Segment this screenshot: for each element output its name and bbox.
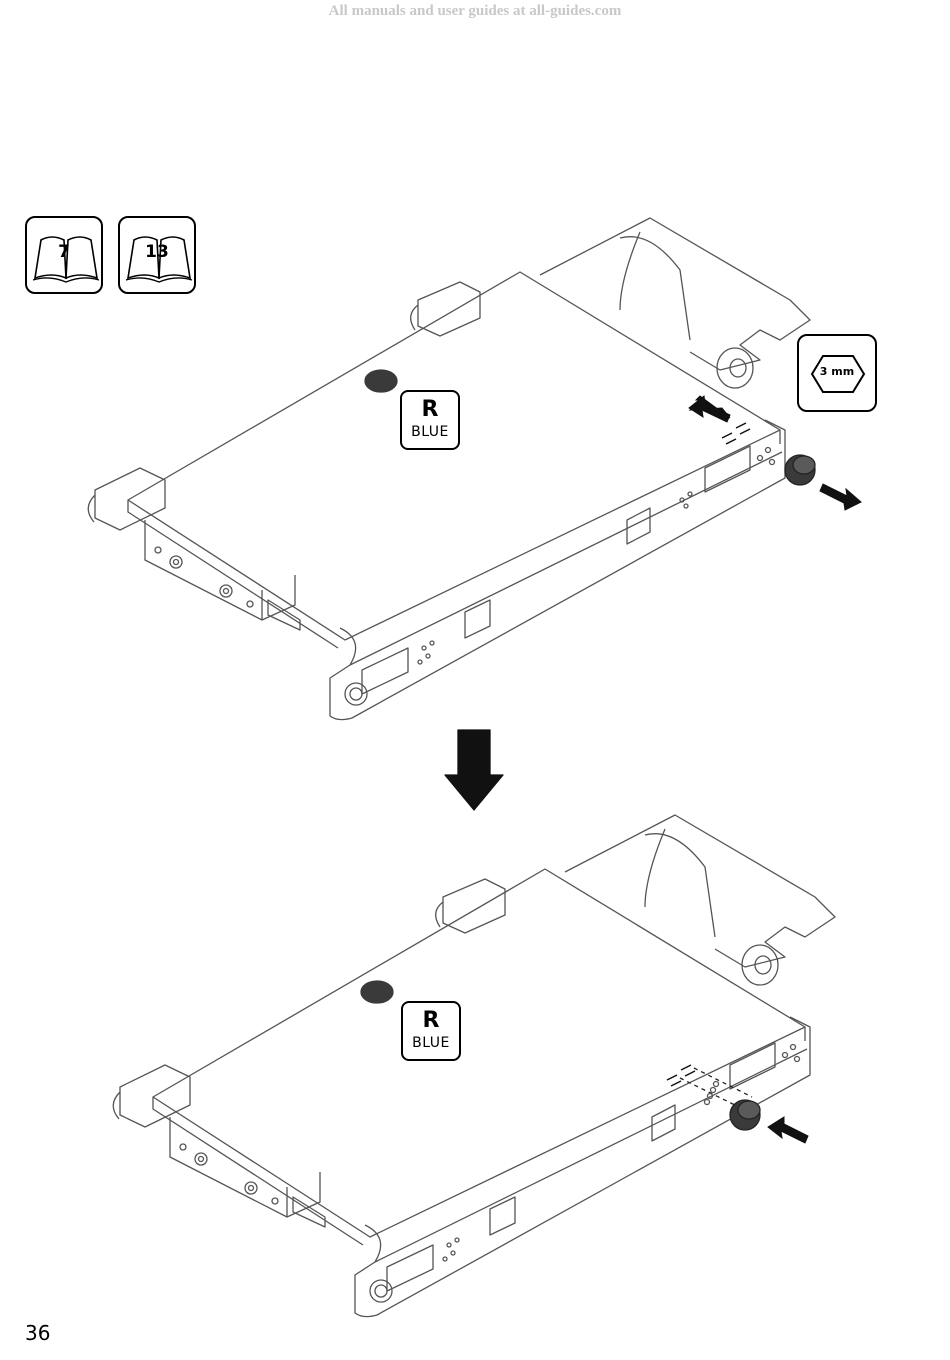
manual-reference-2: 13 [118, 216, 196, 294]
side-tag-top: R BLUE [400, 390, 460, 450]
frame-assembly-before [87, 217, 811, 721]
tag-color-name: BLUE [411, 424, 449, 440]
tool-size-label: 3 mm [819, 365, 855, 378]
page-number: 36 [25, 1321, 51, 1345]
hex-key-icon [810, 355, 866, 393]
tool-indicator: 3 mm [797, 334, 877, 412]
watermark: All manuals and user guides at all-guide… [328, 3, 622, 19]
side-tag-bottom: R BLUE [401, 1001, 461, 1061]
tag-color-name: BLUE [412, 1035, 450, 1051]
tag-letter: R [421, 397, 439, 422]
open-book-icon [32, 236, 100, 283]
reference-page-number: 7 [58, 242, 70, 262]
open-book-icon [125, 236, 193, 283]
reference-page-number: 13 [145, 242, 169, 262]
frame-assembly-after [112, 814, 836, 1318]
tag-letter: R [422, 1008, 440, 1033]
manual-reference-1: 7 [25, 216, 103, 294]
